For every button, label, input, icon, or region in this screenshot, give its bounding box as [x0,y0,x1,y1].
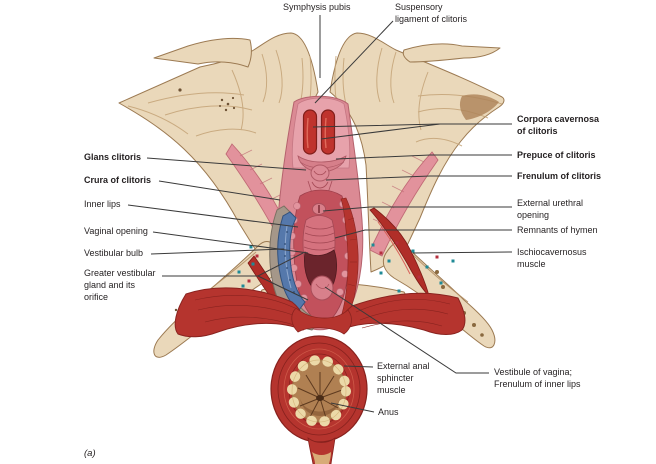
label-vestibule-of-vagina: Vestibule of vagina; Frenulum of inner l… [494,367,581,389]
leader-lines [127,15,513,413]
anus [297,372,343,419]
external-urethral-opening [312,203,326,215]
clitoris-and-vestibule [276,95,364,331]
corpora-cavernosa [302,109,336,155]
label-suspensory-ligament: Suspensory ligament of clitoris [395,2,468,24]
label-prepuce-of-clitoris: Prepuce of clitoris [517,150,596,160]
vestibular-bulb [277,211,306,311]
glans-clitoris [310,164,330,182]
label-vaginal-opening: Vaginal opening [84,226,148,236]
anal-sphincter [270,335,368,464]
label-frenulum-of-clitoris: Frenulum of clitoris [517,171,602,181]
label-ischiocavernosus-muscle: Ischiocavernosus muscle [517,247,587,269]
frenulum-of-inner-lips [310,275,334,301]
bone-shadow-right-tip [459,94,499,120]
figure-caption: (a) [84,448,96,459]
label-external-urethral-opening: External urethral opening [517,198,584,220]
label-greater-vestibular-gland: Greater vestibular gland and its orifice [84,268,156,302]
label-remnants-of-hymen: Remnants of hymen [517,225,598,235]
label-vestibular-bulb: Vestibular bulb [84,248,144,258]
label-glans-clitoris: Glans clitoris [84,152,142,162]
perineal-muscles [174,287,466,338]
label-corpora-cavernosa: Corpora cavernosa of clitoris [517,114,600,136]
marker-dots [237,241,455,293]
label-external-anal-sphincter: External anal sphincter muscle [377,361,430,395]
label-symphysis-pubis: Symphysis pubis [283,2,351,12]
label-inner-lips: Inner lips [84,199,121,209]
bone-texture [127,47,503,303]
label-anus: Anus [378,407,399,417]
label-crura-of-clitoris: Crura of clitoris [84,175,152,185]
